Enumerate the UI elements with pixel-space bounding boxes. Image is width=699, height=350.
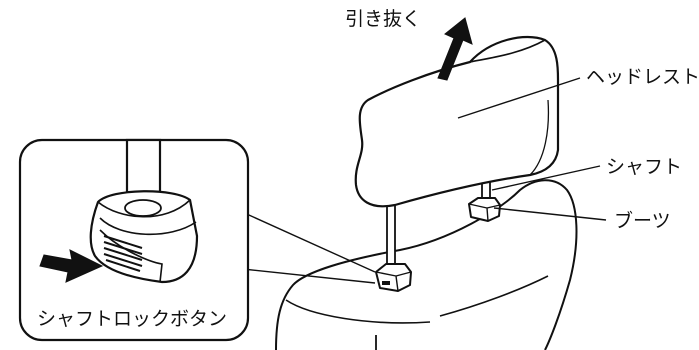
- zoom-line-upper: [239, 210, 376, 273]
- lock-button: [103, 235, 143, 272]
- leader-lines: [239, 77, 607, 284]
- zoom-line-lower: [242, 268, 376, 284]
- shaft-label: シャフト: [606, 156, 683, 178]
- shaft-lock-button-label: シャフトロックボタン: [37, 308, 228, 330]
- left-boot: [375, 263, 412, 292]
- headrest-label: ヘッドレスト: [586, 66, 699, 88]
- left-shaft: [386, 204, 396, 269]
- headrest: [354, 35, 560, 208]
- pull-up-arrow: [437, 17, 473, 81]
- pull-out-label: 引き抜く: [345, 8, 422, 30]
- lock-button-inset: [18, 138, 250, 342]
- boot-leader: [493, 207, 607, 221]
- boot-label: ブーツ: [614, 210, 671, 232]
- headrest-leader: [457, 77, 581, 119]
- seat-back: [275, 179, 578, 350]
- right-boot: [468, 197, 501, 222]
- shaft-boots: [375, 197, 501, 292]
- push-arrow: [39, 249, 104, 283]
- shaft-leader: [491, 165, 601, 191]
